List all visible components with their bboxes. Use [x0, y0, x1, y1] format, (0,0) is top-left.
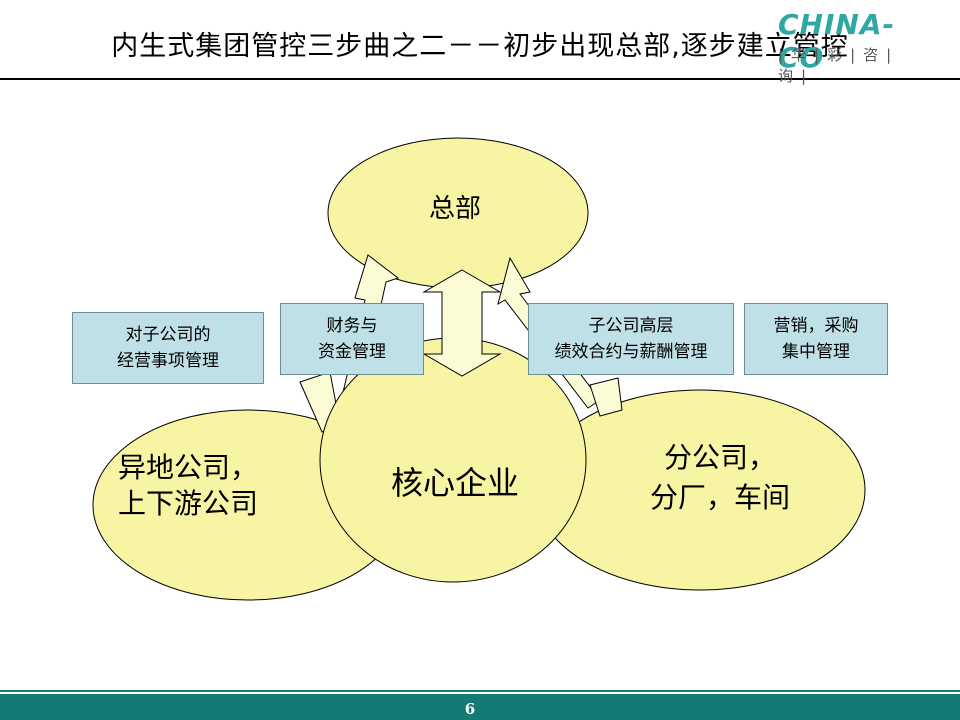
box-4-line-1: 营销，采购: [773, 316, 859, 336]
center-double-arrow: [422, 269, 502, 377]
headquarters-label: 总部: [428, 194, 481, 224]
company-logo: CHINA-CO |华|彩|咨|询|: [778, 8, 938, 85]
box-3-line-2: 绩效合约与薪酬管理: [554, 342, 708, 362]
box-4-line-2: 集中管理: [782, 342, 850, 362]
subsidiary-operations-box: 对子公司的 经营事项管理: [72, 312, 264, 384]
finance-capital-box: 财务与 资金管理: [280, 303, 424, 375]
marketing-procurement-box: 营销，采购 集中管理: [744, 303, 888, 375]
footer-bar: [0, 694, 960, 720]
logo-wordmark: CHINA-CO: [778, 8, 896, 74]
right-company-label: 分公司， 分厂，车间: [620, 438, 820, 518]
right-company-line-1: 分公司，: [663, 441, 776, 474]
box-2-line-2: 资金管理: [318, 342, 386, 362]
title-divider: [0, 78, 960, 80]
core-enterprise-label: 核心企业: [390, 464, 519, 502]
left-company-line-1: 异地公司，: [118, 451, 259, 484]
right-company-line-2: 分厂，车间: [649, 481, 790, 514]
left-company-line-2: 上下游公司: [118, 487, 259, 520]
box-1-line-1: 对子公司的: [125, 325, 211, 345]
logo-subtitle: |华|彩|咨|询|: [778, 46, 900, 85]
slide-title: 内生式集团管控三步曲之二－－初步出现总部,逐步建立管控: [111, 31, 849, 62]
left-company-label: 异地公司， 上下游公司: [118, 450, 318, 522]
page-number: 6: [464, 700, 476, 718]
footer-rule: [0, 690, 960, 692]
executive-compensation-box: 子公司高层 绩效合约与薪酬管理: [528, 303, 734, 375]
right-curved-arrow-lower: [589, 377, 623, 417]
box-1-line-2: 经营事项管理: [117, 351, 219, 371]
box-3-line-1: 子公司高层: [588, 316, 674, 336]
box-2-line-1: 财务与: [326, 316, 378, 336]
